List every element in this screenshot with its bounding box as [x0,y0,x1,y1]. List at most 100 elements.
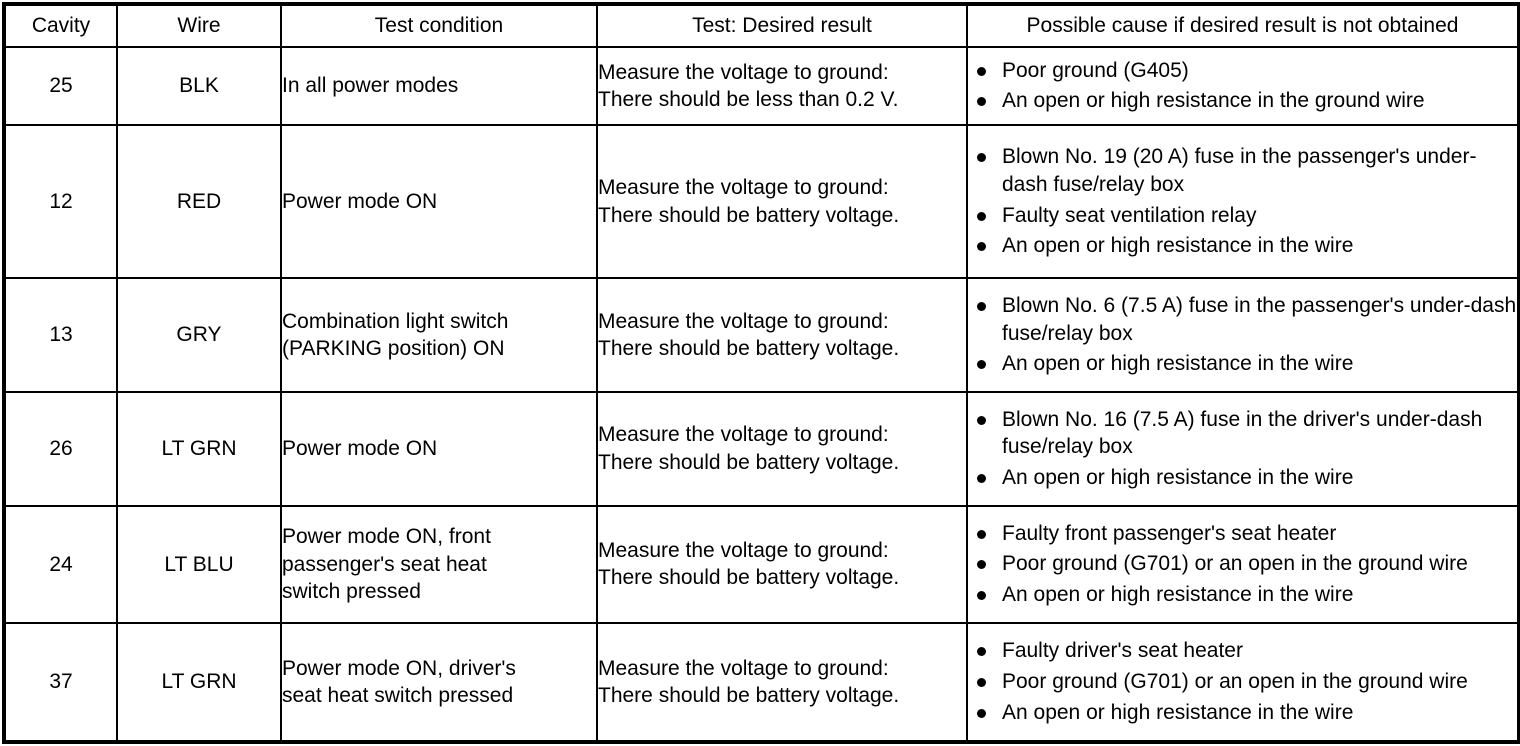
cell-test-desired-result-line: Measure the voltage to ground: [598,60,889,84]
cell-possible-cause: Poor ground (G405) An open or high resist… [966,46,1520,126]
cause-text: Faulty front passenger's seat heater [1002,521,1337,545]
cell-test-desired-result: Measure the voltage to ground:There shou… [596,504,968,625]
cell-test-condition-line: Combination light switch [282,309,509,333]
cause-text: Blown No. 19 (20 A) fuse in the passenge… [1002,145,1477,196]
header-row: Cavity Wire Test condition Test: Desired… [3,3,1520,48]
cell-wire: RED [116,123,282,280]
cause-text: Poor ground (G701) or an open in the gro… [1002,670,1468,694]
cause-list: Blown No. 16 (7.5 A) fuse in the driver'… [968,406,1517,492]
cell-test-condition-line: Power mode ON [282,189,438,213]
cell-cavity: 12 [3,123,118,280]
cell-test-condition: Power mode ON [280,123,598,280]
bullet-icon [977,591,986,601]
cause-text: Poor ground (G701) or an open in the gro… [1002,552,1468,576]
cell-test-desired-result-line: Measure the voltage to ground: [598,539,889,563]
cause-text: Faulty driver's seat heater [1002,639,1243,663]
column-header-test-condition: Test condition [280,3,598,48]
cell-test-desired-result-line: There should be battery voltage. [598,684,900,708]
cause-list-item: An open or high resistance in the wire [968,464,1517,492]
bullet-icon [977,474,986,484]
cause-text: An open or high resistance in the wire [1002,466,1354,490]
table-header: Cavity Wire Test condition Test: Desired… [3,3,1520,48]
cell-wire: BLK [116,46,282,126]
cell-cavity: 24 [3,504,118,625]
cause-list-item: An open or high resistance in the wire [968,350,1517,378]
column-header-wire: Wire [116,3,282,48]
cell-test-condition: Power mode ON, driver's seat heat switch … [280,622,598,743]
cause-text: Blown No. 16 (7.5 A) fuse in the driver'… [1002,407,1483,459]
cell-possible-cause: Blown No. 19 (20 A) fuse in the passenge… [966,123,1520,280]
cause-list-item: An open or high resistance in the ground… [968,87,1517,115]
cause-list-item: Poor ground (G701) or an open in the gro… [968,668,1517,696]
cause-text: Poor ground (G405) [1002,58,1189,82]
cell-test-condition-line: Power mode ON, front [282,525,491,549]
bullet-icon [977,529,986,539]
cell-test-desired-result-line: Measure the voltage to ground: [598,656,889,680]
cell-test-condition-line: In all power modes [282,74,459,98]
cell-test-desired-result-line: There should be less than 0.2 V. [598,87,899,111]
column-header-test-desired-result: Test: Desired result [596,3,968,48]
cause-text: Blown No. 6 (7.5 A) fuse in the passenge… [1002,293,1517,345]
cell-test-condition-line: seat heat switch pressed [282,684,514,708]
cell-test-condition: Combination light switch (PARKING positio… [280,277,598,393]
cell-wire: LT GRN [116,622,282,743]
cell-wire: LT BLU [116,504,282,625]
bullet-icon [977,242,986,252]
cell-cavity: 37 [3,622,118,743]
cause-list-item: An open or high resistance in the wire [968,699,1517,727]
cell-test-condition-line: switch pressed [282,580,421,603]
cell-test-condition: In all power modes [280,46,598,126]
cell-test-desired-result-line: There should be battery voltage. [598,450,900,474]
cause-text: An open or high resistance in the wire [1002,352,1354,376]
cause-list-item: Faulty front passenger's seat heater [968,520,1517,548]
cell-test-condition: Power mode ON [280,390,598,507]
cell-test-desired-result: Measure the voltage to ground: There shou… [596,123,968,280]
bullet-icon [977,708,986,718]
cell-possible-cause: Blown No. 6 (7.5 A) fuse in the passenge… [966,277,1520,393]
cell-test-desired-result: Measure the voltage to ground: There shou… [596,390,968,507]
bullet-icon [977,153,986,163]
bullet-icon [977,301,986,311]
cell-test-desired-result-line: There should be battery voltage. [598,203,900,227]
cause-text: An open or high resistance in the wire [1002,700,1354,724]
cause-list-item: Poor ground (G405) [968,57,1517,85]
cause-text: Faulty seat ventilation relay [1002,203,1257,227]
cell-test-desired-result: Measure the voltage to ground:There shou… [596,277,968,393]
cell-test-condition-line: passenger's seat heat [282,552,487,576]
cause-list-item: Faulty seat ventilation relay [968,202,1517,230]
bullet-icon [977,560,986,570]
cell-test-condition-line: Power mode ON, driver's [282,656,516,680]
cause-text: An open or high resistance in the wire [1002,234,1354,258]
cell-test-condition: Power mode ON, front passenger's seat hea… [280,504,598,625]
cell-possible-cause: Blown No. 16 (7.5 A) fuse in the driver'… [966,390,1520,507]
cause-list-item: Blown No. 16 (7.5 A) fuse in the driver'… [968,406,1517,461]
cell-wire: GRY [116,277,282,393]
cell-cavity: 25 [3,46,118,126]
cause-list: Blown No. 6 (7.5 A) fuse in the passenge… [968,292,1517,378]
cell-test-desired-result-line: Measure the voltage to ground: [598,309,889,333]
cell-test-desired-result: Measure the voltage to ground: There shou… [596,46,968,126]
bullet-icon [977,211,986,221]
bullet-icon [977,415,986,425]
cell-test-condition-line: (PARKING position) ON [282,337,505,361]
cell-cavity: 13 [3,277,118,393]
cell-test-desired-result-line: Measure the voltage to ground: [598,176,889,200]
cell-cavity: 26 [3,390,118,507]
column-header-cavity: Cavity [3,3,118,48]
cell-test-desired-result: Measure the voltage to ground: There shou… [596,622,968,743]
bullet-icon [977,97,986,107]
cell-test-condition-line: Power mode ON [282,437,438,461]
cell-test-desired-result-line: Measure the voltage to ground: [598,423,889,447]
